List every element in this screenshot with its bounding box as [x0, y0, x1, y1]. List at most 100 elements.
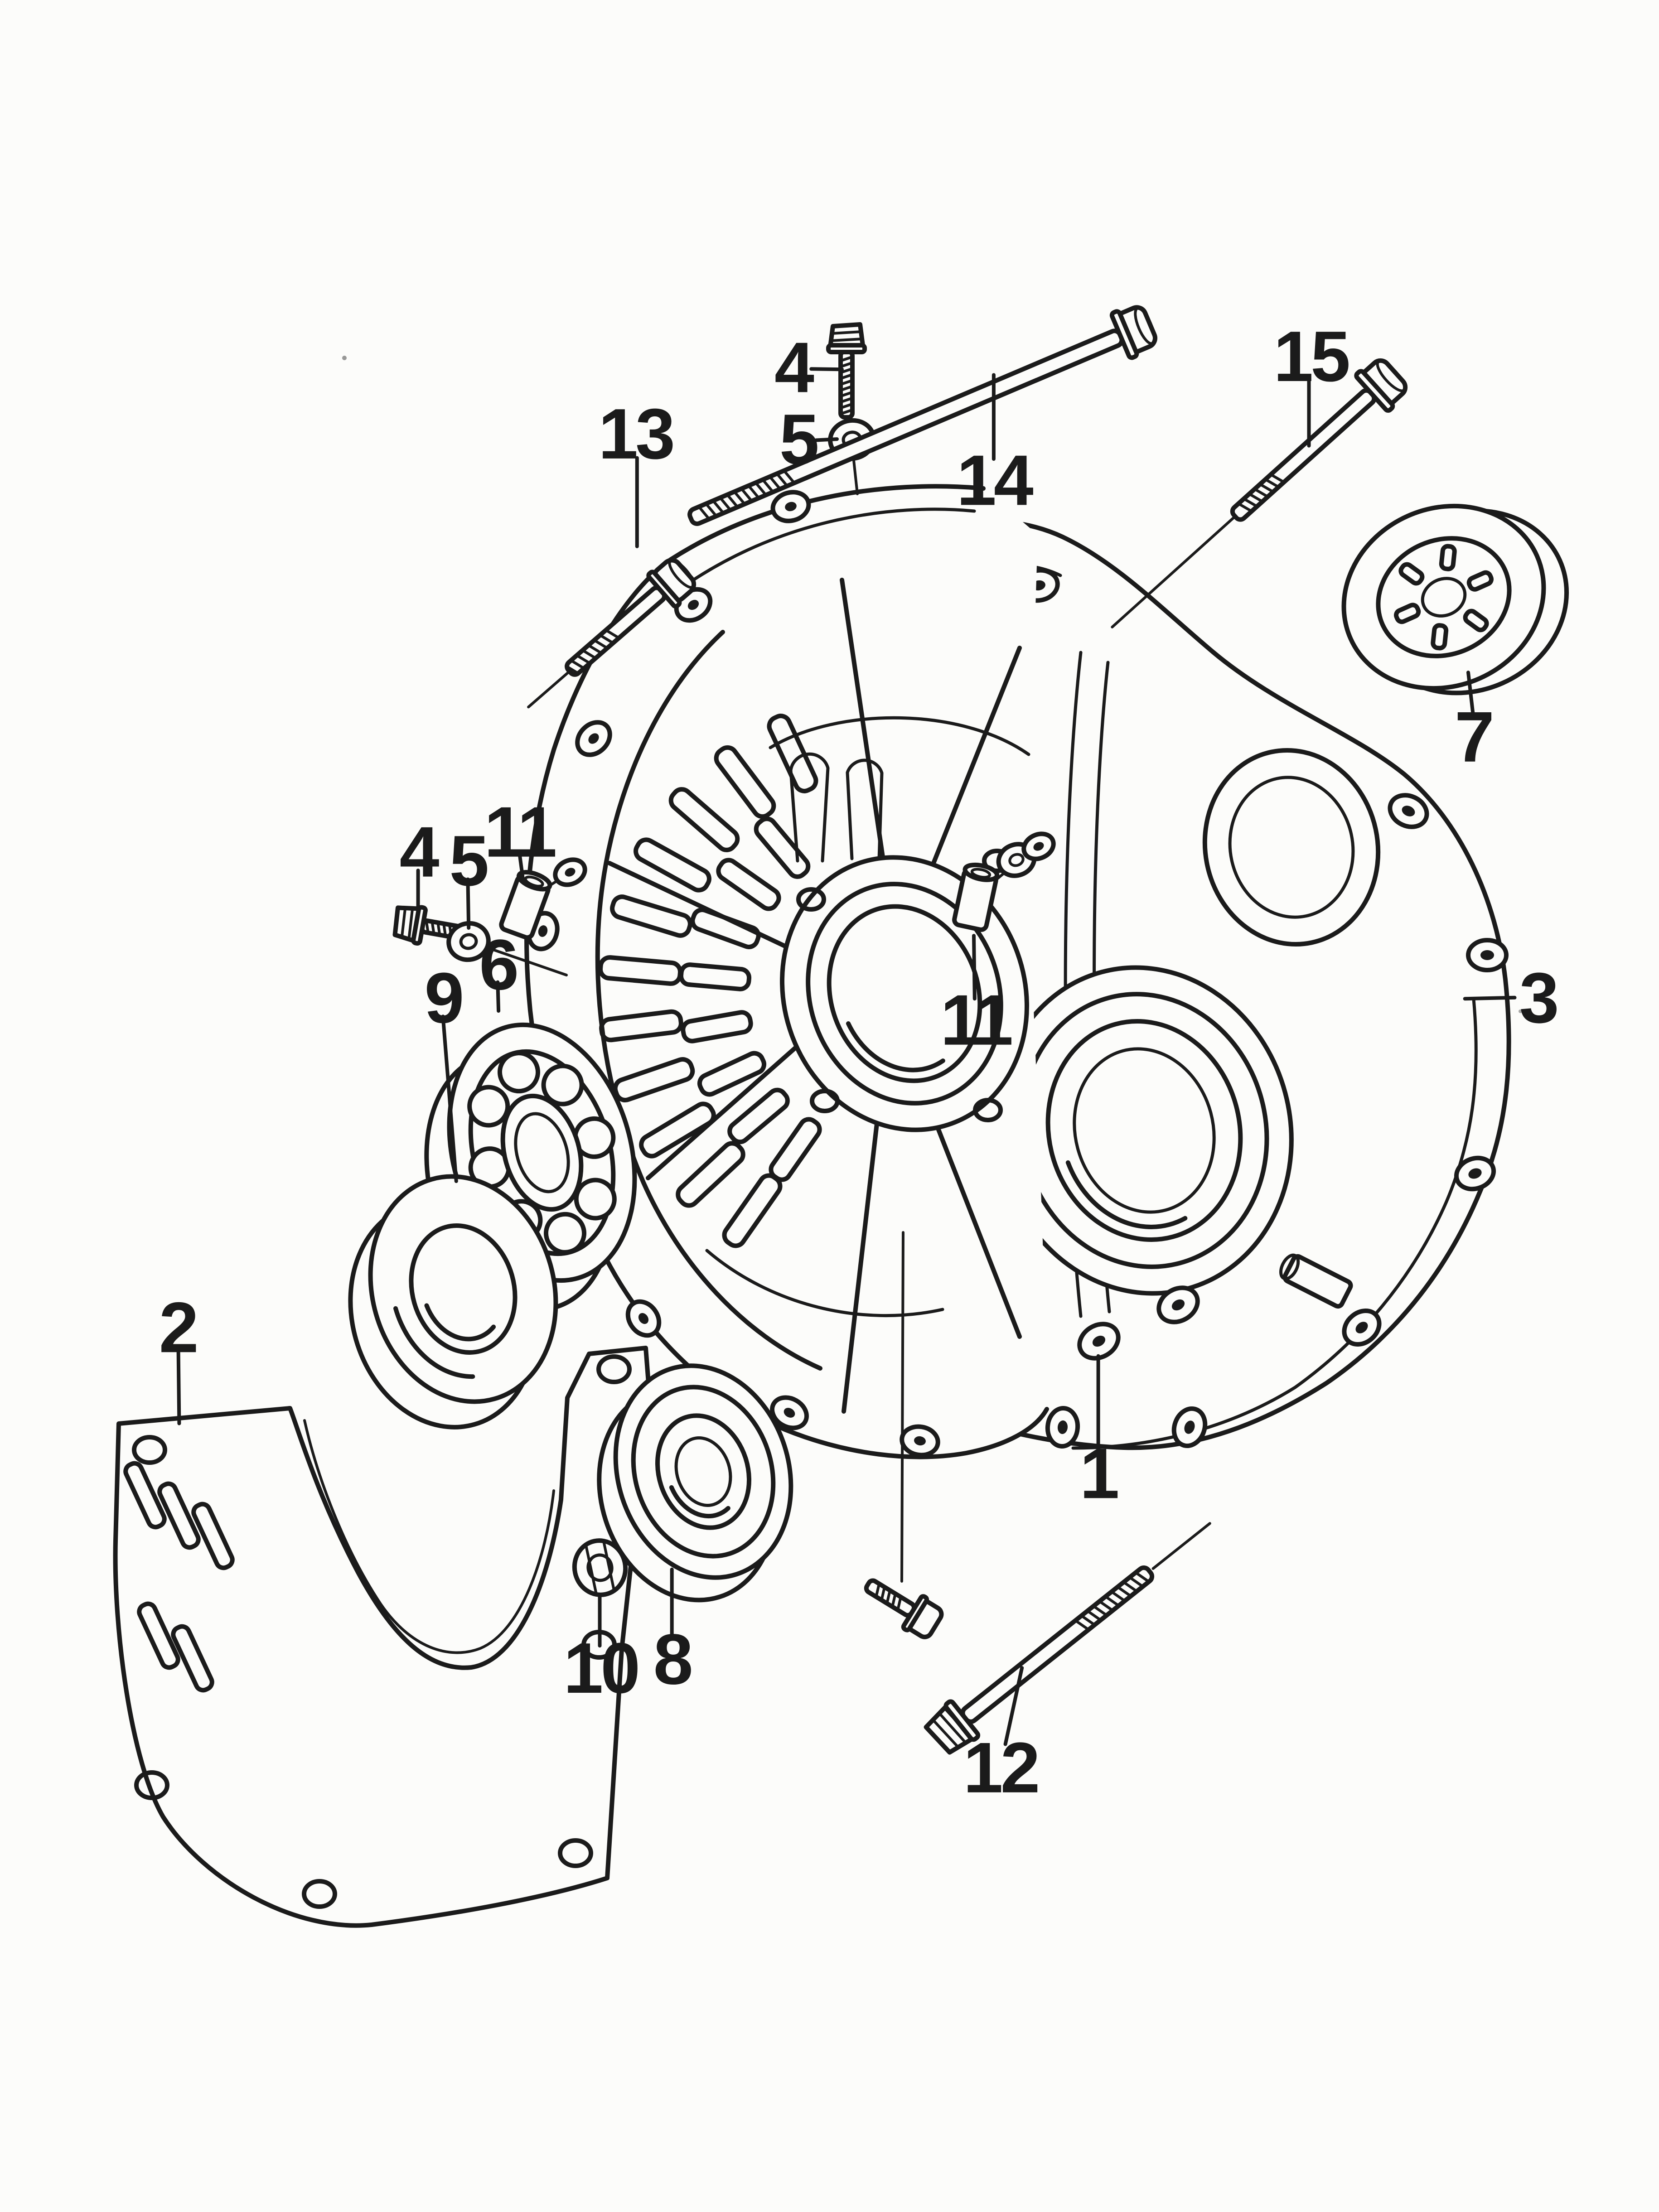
bolt-12-illustration-shape — [1151, 1522, 1211, 1570]
bolt-bottom-center-illustration — [864, 1578, 944, 1639]
bolt-bottom-center-illustration-shape — [875, 1583, 902, 1611]
bearing-7-rollers-shape — [1398, 562, 1425, 586]
cover-plate-holes-shape — [596, 1354, 632, 1384]
bearing-7-rollers-shape — [1439, 544, 1457, 571]
housing-vent-slots-outer-shape — [767, 714, 818, 793]
pin-11-left-hole — [553, 857, 587, 887]
case-bolt-bosses-shape-shape — [1355, 1322, 1368, 1333]
needle-bearing-7-illustration-shape — [1421, 577, 1467, 618]
housing-vent-slots-outer-shape — [714, 745, 776, 819]
housing-flange-holes-shape-shape — [538, 925, 548, 937]
case-bearing-seat-arcs-shape — [1228, 776, 1355, 919]
bearing-8-illustration — [597, 1363, 793, 1603]
bolt-bottom-axis-line — [900, 1231, 904, 1583]
case-bolt-bosses — [1017, 568, 1509, 1449]
bearing-8-illustration-shape — [631, 1385, 776, 1559]
bolt-4-mid-illustration-shape — [400, 906, 414, 941]
housing-window-arc-top — [769, 716, 1030, 756]
bearing-6-balls-shape — [574, 1178, 617, 1221]
nut-10-illustration-shape — [585, 1541, 615, 1595]
bearing-7-rollers-shape-shape — [1439, 544, 1457, 571]
cover-plate-cutout-inner-line — [303, 1419, 555, 1654]
bearing-6-balls-shape — [541, 1063, 584, 1106]
pin-11-right-washer-shape — [1008, 853, 1025, 867]
part-number-label-8: 8 — [653, 1620, 692, 1700]
housing-vent-slots-inner-shape — [681, 1010, 753, 1043]
housing-vent-slots-outer-shape-shape — [668, 787, 740, 852]
housing-vent-slots-outer-shape-shape — [676, 1141, 745, 1208]
cover-plate-slots-shape — [123, 1461, 167, 1530]
bolt-15-illustration — [1111, 358, 1408, 628]
dowel-pin-11-left-illustration — [499, 870, 552, 940]
bolt-15-illustration-shape — [1111, 517, 1235, 628]
bearing-7-rollers-shape-shape — [1431, 623, 1449, 651]
part-number-label-6: 6 — [479, 925, 517, 1005]
part-number-label-12: 12 — [963, 1728, 1038, 1808]
housing-vent-slots-outer-shape — [610, 894, 692, 938]
washer-5-mid-illustration-shape — [446, 921, 491, 962]
housing-vent-slots-outer-shape-shape — [599, 1009, 683, 1043]
bolt-14-illustration-shape — [1109, 309, 1139, 360]
housing-vent-slots-inner-shape-shape — [681, 1010, 753, 1043]
cover-plate-outline — [113, 1346, 652, 1928]
part-number-label-1: 1 — [1080, 1434, 1118, 1513]
cover-plate-slots-shape — [191, 1502, 235, 1570]
callout-leader-11 — [972, 934, 977, 1001]
scan-speck — [342, 356, 347, 360]
housing-vent-slots-outer-shape — [634, 837, 711, 893]
bolt-4-mid-illustration — [392, 905, 468, 946]
housing-vent-slots-inner-shape-shape — [697, 1051, 767, 1097]
housing-flange-holes-shape-shape — [784, 1408, 795, 1418]
bearing-8-illustration-shape — [664, 1425, 742, 1519]
bolt-12-illustration — [924, 1522, 1211, 1755]
housing-ribs-shape — [842, 1121, 879, 1414]
bolt-bottom-center-illustration-shape — [901, 1594, 929, 1632]
housing-ribs-shape — [931, 1115, 1022, 1339]
part-number-label-4: 4 — [400, 812, 440, 892]
cover-plate-slots — [123, 1461, 235, 1693]
bolt-15-illustration-shape — [1230, 388, 1377, 522]
case-bolt-bosses-shape — [1077, 1322, 1121, 1361]
pin-11-left-hole-shape — [565, 868, 576, 877]
housing-vent-slots-outer-shape — [639, 1101, 716, 1159]
bearing-7-rollers-shape-shape — [1463, 609, 1489, 633]
case-bolt-bosses-shape — [1388, 793, 1429, 829]
housing-vent-slots-inner-shape — [769, 1117, 822, 1182]
nut-10-illustration — [572, 1538, 628, 1597]
part-number-label-15: 15 — [1273, 317, 1349, 396]
housing-flange-holes-shape — [625, 1299, 662, 1338]
housing-boss-holes-shape — [810, 1089, 840, 1113]
cover-plate-holes-shape — [132, 1435, 167, 1465]
callout-leader-5 — [466, 877, 471, 930]
bearing-7-rollers-shape-shape — [1398, 562, 1425, 586]
washer-5-mid-illustration-shape — [459, 933, 478, 950]
case-bolt-bosses-shape — [1045, 1406, 1080, 1449]
housing-flange-holes-shape — [575, 720, 612, 757]
housing-vent-slots-outer-shape-shape — [610, 894, 692, 938]
housing-boss-holes-shape — [796, 887, 826, 912]
cover-plate-holes-shape — [134, 1770, 169, 1800]
housing-vent-slots-outer-shape-shape — [634, 837, 711, 893]
housing-vent-slots-inner-shape-shape — [678, 962, 752, 991]
bearing-7-rollers-shape-shape — [1466, 570, 1494, 592]
bolt-13-illustration-shape — [668, 559, 696, 589]
bolt-15-illustration-shape — [1376, 360, 1406, 392]
callout-leader-7 — [1466, 671, 1475, 718]
housing-window-finger-b — [846, 758, 884, 860]
housing-vent-slots-inner-shape-shape — [769, 1117, 822, 1182]
bolt-13-illustration — [527, 558, 696, 709]
case-mounting-stud-shape — [1282, 1254, 1353, 1309]
case-main-bore-shape — [1045, 1019, 1243, 1242]
cover-plate-holes-shape — [302, 1879, 337, 1909]
bearing-7-rollers-shape — [1463, 609, 1489, 633]
housing-vent-slots-inner-shape — [678, 962, 752, 991]
bearing-7-rollers-shape — [1394, 603, 1421, 624]
washer-5-top-axis-line — [852, 459, 859, 495]
case-bolt-bosses-shape-shape — [1092, 1335, 1106, 1347]
housing-ribs — [607, 578, 1022, 1414]
housing-vent-slots-inner-shape-shape — [716, 858, 781, 911]
bolt-12-illustration-shape — [1074, 1571, 1150, 1631]
part-number-label-14: 14 — [957, 440, 1034, 520]
dowel-pin-11-right-illustration-shape — [970, 868, 992, 879]
seal-ring-9-illustration-shape — [389, 1199, 537, 1379]
